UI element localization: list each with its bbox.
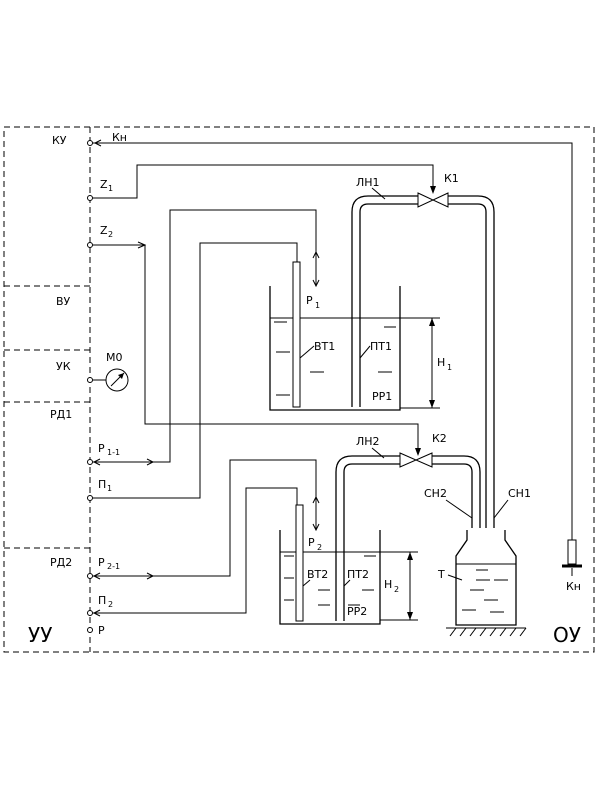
block-ky-label: КУ <box>52 134 67 147</box>
tank1-p-sub: 1 <box>315 301 320 310</box>
p2-sensor-arrow <box>312 495 320 532</box>
sn2-label: СН2 <box>424 487 447 500</box>
tank2-p-sub: 2 <box>317 543 322 552</box>
tank2-h-sub: 2 <box>394 585 399 594</box>
container-label: Т <box>437 568 445 581</box>
tank1-bt-label: ВТ1 <box>314 340 335 353</box>
pipe-ln2: ЛН2 <box>335 435 481 528</box>
p-label: P <box>98 624 105 637</box>
tank1-p-label: P <box>306 294 313 307</box>
p1-1-signal-line: P 1-1 <box>92 209 317 466</box>
block-vy-label: ВУ <box>56 295 71 308</box>
block-divisions <box>4 285 90 549</box>
tank2-bt-label: ВТ2 <box>307 568 328 581</box>
block-yk-label: УК <box>56 360 71 373</box>
terminals <box>87 140 93 633</box>
p2-1-signal-line: P 2-1 <box>92 459 317 580</box>
p1-sensor-arrow <box>312 250 320 288</box>
tank2-p-label: P <box>308 536 315 549</box>
pi2-signal-line: П 2 <box>92 487 298 617</box>
p1-1-sub: 1-1 <box>107 448 120 457</box>
p1-1-label: P <box>98 442 105 455</box>
z2-signal-line: Z 2 <box>93 224 421 456</box>
tank2-pt-label: ПТ2 <box>347 568 369 581</box>
pi2-sub: 2 <box>108 600 113 609</box>
block-rd2-label: РД2 <box>50 556 72 569</box>
z2-label: Z <box>100 224 108 237</box>
k1-label: К1 <box>444 172 459 185</box>
ln1-label: ЛН1 <box>356 176 380 189</box>
tank2-h-label: H <box>384 578 392 591</box>
tank-rr2: P 2 ВТ2 ПТ2 РР2 H 2 <box>279 472 418 625</box>
ln2-label: ЛН2 <box>356 435 380 448</box>
kn-top-label: Кн <box>112 131 127 144</box>
p2-1-sub: 2-1 <box>107 562 120 571</box>
tank1-rr-label: РР1 <box>372 390 392 403</box>
tank-rr1: P 1 ВТ1 ПТ1 РР1 H 1 <box>269 212 452 411</box>
tank1-h-label: H <box>437 356 445 369</box>
kn-signal-line: Кн <box>93 131 573 540</box>
block-yy-label: УУ <box>28 623 52 647</box>
z1-signal-line: Z 1 <box>93 164 436 199</box>
valve-k1-icon: К1 <box>417 172 459 208</box>
button-kn-icon: Кн <box>562 539 582 593</box>
valve-k2-icon: К2 <box>399 432 447 468</box>
k2-label: К2 <box>432 432 447 445</box>
z1-sub: 1 <box>108 184 113 193</box>
z1-label: Z <box>100 178 108 191</box>
pi1-label: П <box>98 478 106 491</box>
gauge-label: М0 <box>106 351 123 364</box>
sn1-label: СН1 <box>508 487 531 500</box>
pi1-signal-line: П 1 <box>93 242 298 499</box>
button-kn-label: Кн <box>566 580 581 593</box>
tank1-pt-label: ПТ1 <box>370 340 392 353</box>
p2-1-label: P <box>98 556 105 569</box>
block-oy-label: ОУ <box>553 623 581 647</box>
z2-sub: 2 <box>108 230 113 239</box>
tank1-h-sub: 1 <box>447 363 452 372</box>
pipe-ln1: ЛН1 <box>351 176 495 528</box>
pi1-sub: 1 <box>107 484 112 493</box>
container-t: Т <box>437 530 527 637</box>
block-rd1-label: РД1 <box>50 408 72 421</box>
outer-frame <box>3 126 595 653</box>
tank2-rr-label: РР2 <box>347 605 367 618</box>
gauge-m0-icon: М0 <box>93 351 129 392</box>
pi2-label: П <box>98 594 106 607</box>
